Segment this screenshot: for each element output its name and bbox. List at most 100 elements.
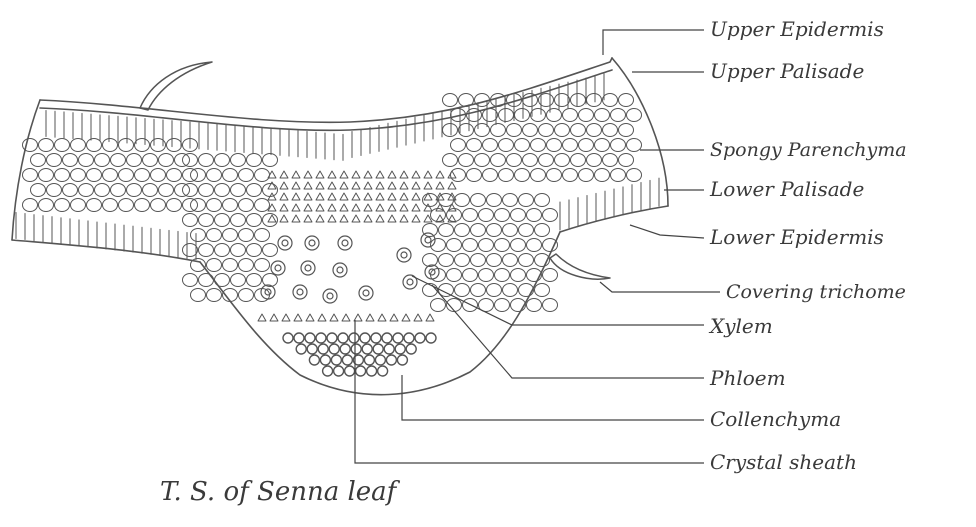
spongy-cell (159, 184, 174, 197)
spongy-cell (239, 259, 254, 272)
spongy-cell (239, 229, 254, 242)
crystal-cell (292, 193, 300, 200)
crystal-cell (294, 314, 302, 321)
spongy-cell (515, 169, 530, 182)
spongy-cell (503, 254, 518, 267)
spongy-cell (483, 109, 498, 122)
spongy-cell (71, 139, 86, 152)
spongy-cell (531, 109, 546, 122)
crystal-cell (306, 314, 314, 321)
spongy-cell (519, 284, 534, 297)
spongy-cell (535, 194, 550, 207)
spongy-cell (135, 199, 150, 212)
spongy-cell (23, 139, 38, 152)
spongy-cell (587, 154, 602, 167)
spongy-cell (463, 209, 478, 222)
label-crystal-sheath: Crystal sheath (710, 450, 857, 474)
spongy-cell (39, 169, 54, 182)
spongy-cell (487, 224, 502, 237)
spongy-cell (263, 154, 278, 167)
spongy-cell (543, 269, 558, 282)
crystal-cell (292, 171, 300, 178)
collenchyma-cell (296, 344, 306, 354)
collenchyma-cell (334, 366, 344, 376)
spongy-cell (563, 139, 578, 152)
lower-palisade-cells (16, 178, 659, 259)
spongy-cell (119, 199, 134, 212)
spongy-cell (627, 109, 642, 122)
spongy-cell (479, 269, 494, 282)
spongy-cell (111, 184, 126, 197)
crystal-cell (448, 171, 456, 178)
xylem-vessel (305, 236, 319, 250)
spongy-cell (111, 154, 126, 167)
spongy-cell (471, 224, 486, 237)
spongy-cell (611, 169, 626, 182)
spongy-cell (511, 209, 526, 222)
spongy-cell (571, 154, 586, 167)
crystal-cell (364, 215, 372, 222)
spongy-cell (223, 259, 238, 272)
spongy-cell (255, 169, 270, 182)
spongy-cell (543, 209, 558, 222)
spongy-cell (103, 139, 118, 152)
spongy-cell (595, 109, 610, 122)
crystal-cell (316, 182, 324, 189)
spongy-cell (207, 169, 222, 182)
crystal-cell (388, 215, 396, 222)
collenchyma-cell (404, 333, 414, 343)
leader-lower-epidermis (630, 225, 704, 238)
collenchyma-cell (362, 344, 372, 354)
spongy-cell (87, 199, 102, 212)
spongy-cell (495, 299, 510, 312)
xylem-lumen (337, 267, 343, 273)
collenchyma-cell (320, 355, 330, 365)
spongy-cell (151, 169, 166, 182)
collenchyma-cell (386, 355, 396, 365)
spongy-cell (23, 199, 38, 212)
crystal-cell (282, 314, 290, 321)
crystal-cell (378, 314, 386, 321)
spongy-cell (135, 169, 150, 182)
spongy-cell (47, 184, 62, 197)
xylem-vessel (261, 285, 275, 299)
collenchyma-cell (393, 333, 403, 343)
crystal-cell (376, 171, 384, 178)
spongy-cell (439, 224, 454, 237)
spongy-cell (603, 94, 618, 107)
spongy-cell (423, 254, 438, 267)
spongy-cell (543, 239, 558, 252)
crystal-sheath-cells (258, 171, 456, 321)
spongy-cell (535, 284, 550, 297)
spongy-cell (215, 154, 230, 167)
spongy-cell (543, 299, 558, 312)
spongy-cell (511, 299, 526, 312)
spongy-cell (231, 214, 246, 227)
xylem-lumen (425, 237, 431, 243)
spongy-cell (475, 154, 490, 167)
spongy-cell (199, 154, 214, 167)
collenchyma-cell (384, 344, 394, 354)
crystal-cell (352, 204, 360, 211)
upper-palisade-cells (46, 74, 604, 161)
collenchyma-cell (323, 366, 333, 376)
xylem-lumen (309, 240, 315, 246)
crystal-cell (352, 182, 360, 189)
xylem-vessel (397, 248, 411, 262)
spongy-cell (523, 94, 538, 107)
label-lower-epidermis: Lower Epidermis (709, 225, 884, 249)
xylem-vessel (425, 265, 439, 279)
spongy-cell (579, 109, 594, 122)
upper-trichome (140, 62, 212, 110)
crystal-cell (352, 171, 360, 178)
crystal-cell (316, 215, 324, 222)
xylem-vessel (333, 263, 347, 277)
crystal-cell (280, 204, 288, 211)
spongy-cell (619, 94, 634, 107)
crystal-cell (304, 171, 312, 178)
spongy-cell (199, 184, 214, 197)
spongy-cell (451, 169, 466, 182)
spongy-cell (483, 169, 498, 182)
crystal-cell (364, 182, 372, 189)
